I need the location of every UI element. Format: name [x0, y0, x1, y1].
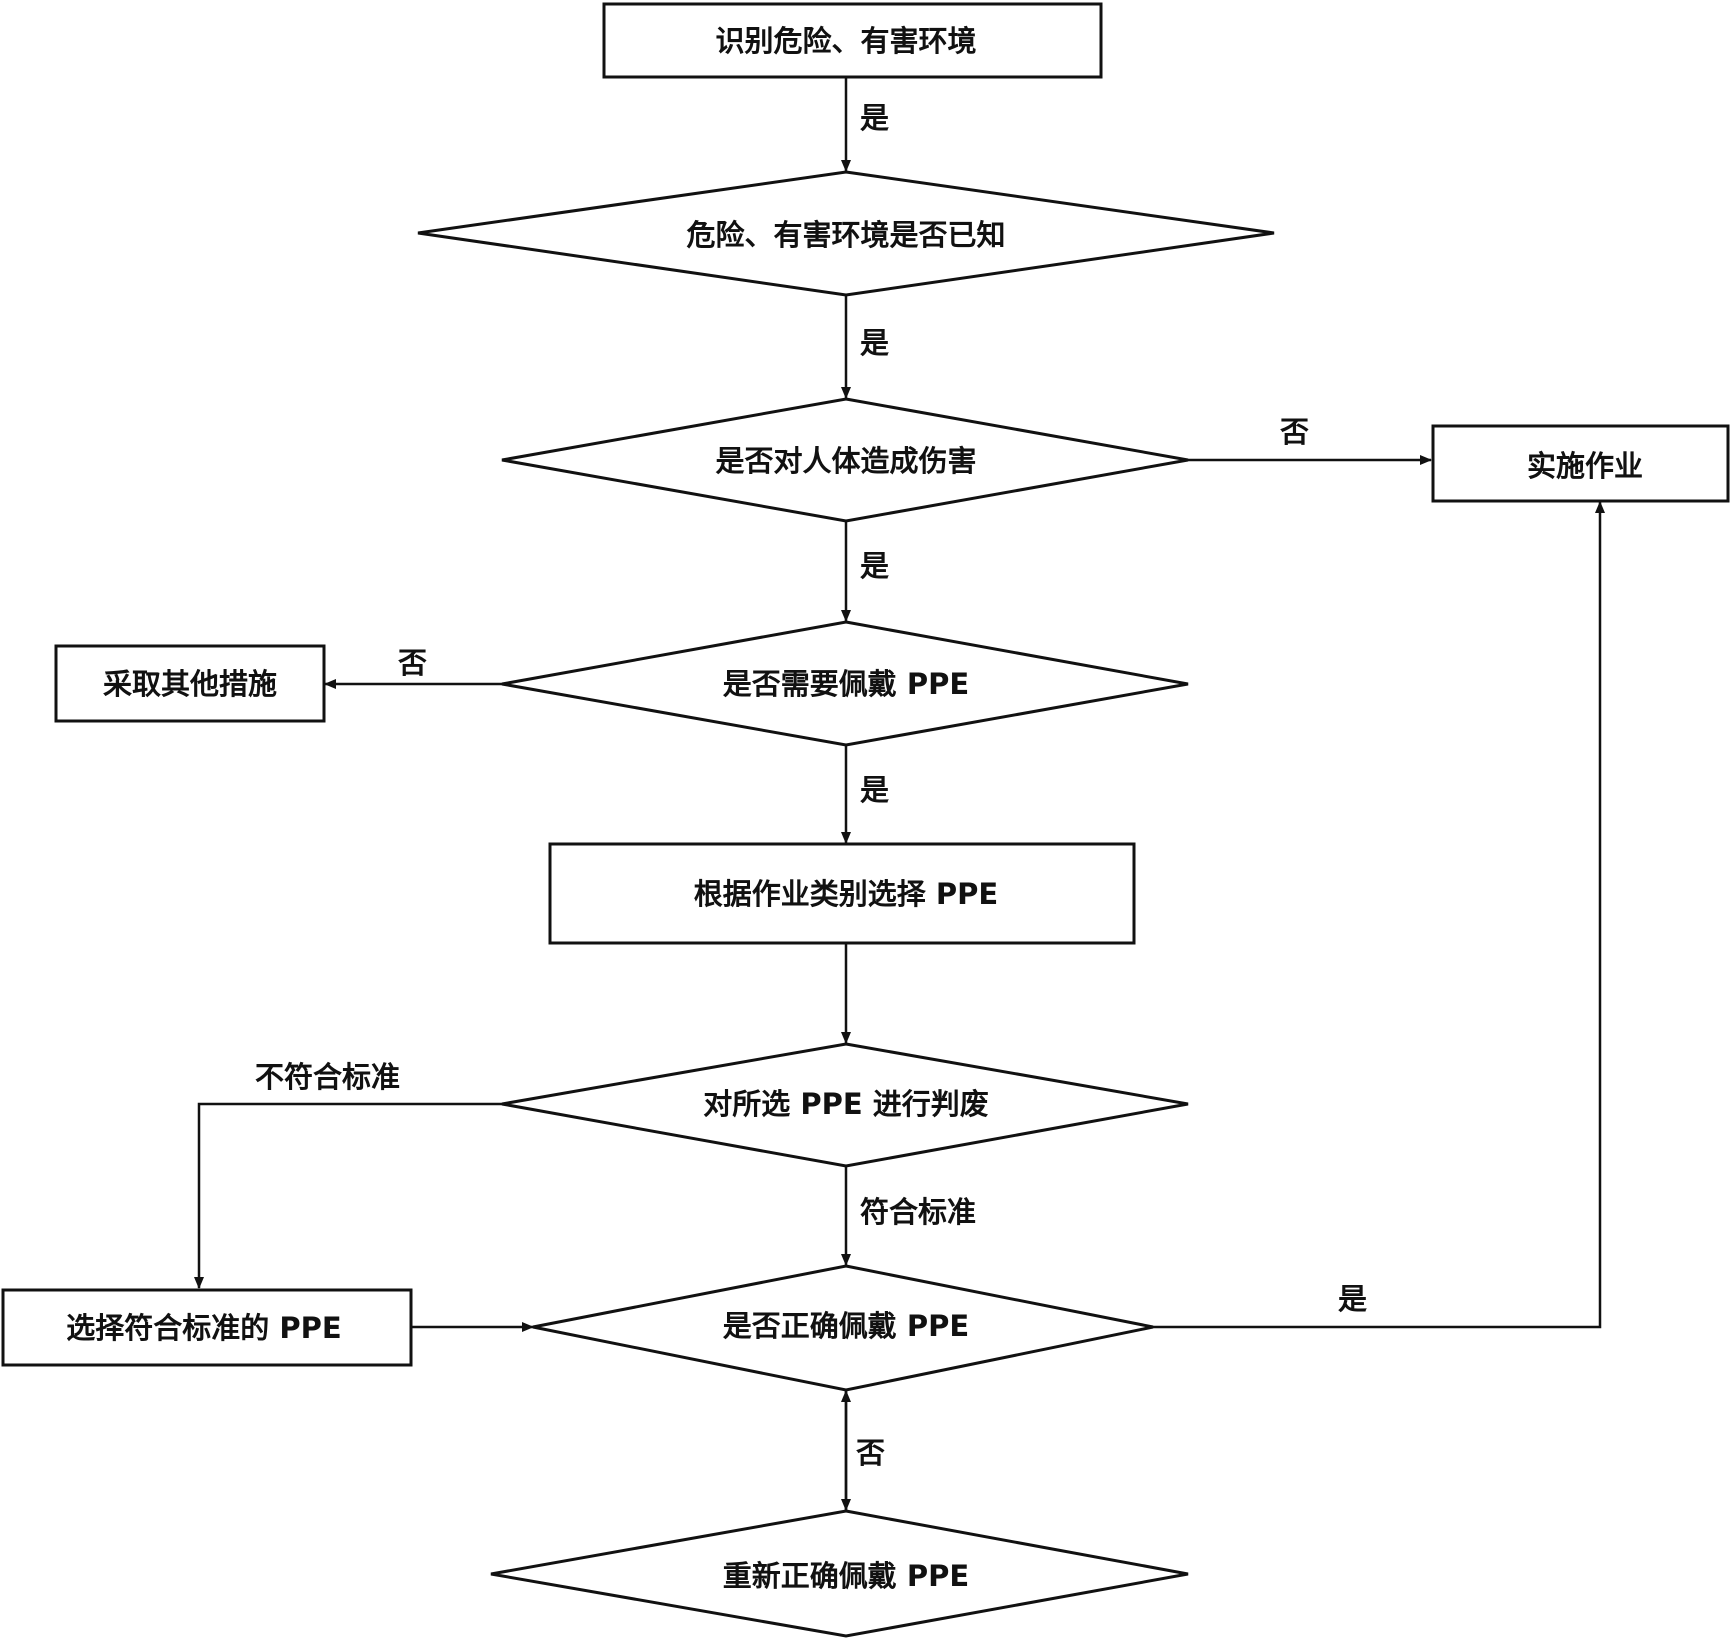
edge-label-harm-yes: 是: [860, 549, 889, 583]
node-label: 根据作业类别选择 PPE: [694, 877, 998, 911]
process-box: [54, 644, 326, 723]
decision-diamond: [501, 397, 1189, 523]
process-box: [602, 2, 1103, 79]
node-identify: 识别危险、有害环境: [602, 2, 1103, 79]
edge-label-harm-no: 否: [1280, 415, 1309, 449]
node-label: 是否需要佩戴 PPE: [723, 667, 969, 701]
process-box: [1431, 424, 1730, 503]
decision-diamond: [501, 1042, 1189, 1168]
process-box: [548, 842, 1136, 945]
node-known: 危险、有害环境是否已知: [417, 170, 1275, 297]
edge-label-scrap-pass: 符合标准: [860, 1195, 976, 1229]
node-label: 是否对人体造成伤害: [715, 444, 976, 478]
node-rewear: 重新正确佩戴 PPE: [490, 1509, 1189, 1638]
connector-scrap-fail: [194, 1102, 502, 1289]
node-label: 选择符合标准的 PPE: [66, 1311, 341, 1345]
node-label: 采取其他措施: [103, 667, 277, 701]
edge-label-scrap-fail: 不符合标准: [255, 1060, 400, 1094]
edge-label-worn-yes: 是: [1338, 1282, 1367, 1316]
node-label: 危险、有害环境是否已知: [686, 218, 1005, 252]
node-label: 识别危险、有害环境: [715, 24, 976, 58]
edge-label-need-ppe-no: 否: [398, 646, 427, 680]
node-label: 实施作业: [1527, 449, 1643, 483]
edge-label-need-ppe-yes: 是: [860, 773, 889, 807]
decision-diamond: [532, 1264, 1154, 1392]
node-label: 是否正确佩戴 PPE: [723, 1309, 969, 1343]
decision-diamond: [490, 1509, 1189, 1638]
node-select-compliant: 选择符合标准的 PPE: [1, 1288, 413, 1367]
node-label: 重新正确佩戴 PPE: [723, 1559, 969, 1593]
edge-label-identify-known: 是: [860, 101, 889, 135]
connector-worn-implement: [1153, 501, 1605, 1329]
process-box: [1, 1288, 413, 1367]
edge-label-known-harm: 是: [860, 326, 889, 360]
decision-diamond: [501, 620, 1189, 747]
node-scrap-check: 对所选 PPE 进行判废: [501, 1042, 1189, 1168]
edge-labels: 是 是 否 是 否 是 不符合标准 符合标准 是 否: [255, 101, 1367, 1470]
decision-diamond: [417, 170, 1275, 297]
node-select-by-type: 根据作业类别选择 PPE: [548, 842, 1136, 945]
node-harm: 是否对人体造成伤害: [501, 397, 1189, 523]
edge-label-worn-no: 否: [856, 1436, 885, 1470]
node-implement: 实施作业: [1431, 424, 1730, 503]
node-label: 对所选 PPE 进行判废: [703, 1087, 989, 1121]
node-worn-correctly: 是否正确佩戴 PPE: [532, 1264, 1154, 1392]
connectors: [194, 77, 1605, 1511]
node-need-ppe: 是否需要佩戴 PPE: [501, 620, 1189, 747]
node-other-measures: 采取其他措施: [54, 644, 326, 723]
